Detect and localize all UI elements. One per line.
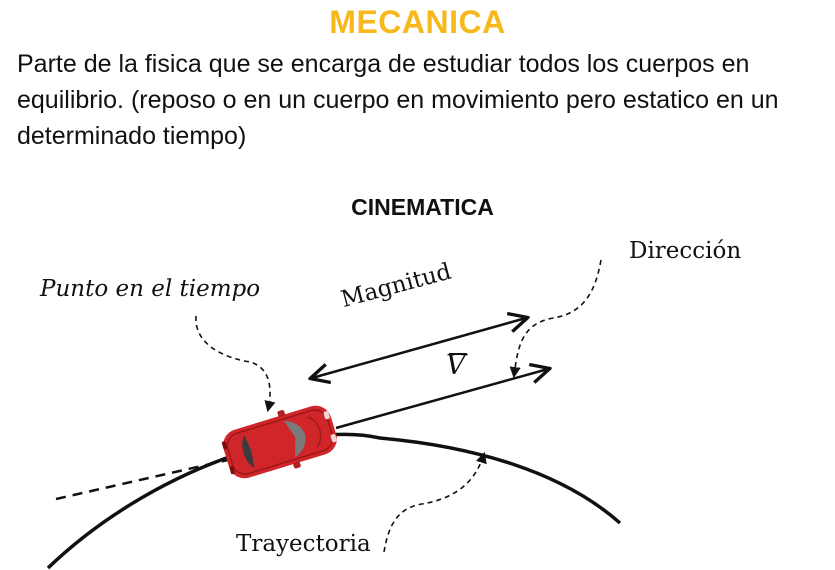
label-direccion: Dirección	[629, 238, 742, 264]
vector-bar	[449, 353, 467, 355]
section-title: CINEMATICA	[351, 194, 494, 220]
label-vector-v: V	[446, 350, 467, 381]
label-trayectoria: Trayectoria	[236, 531, 371, 557]
trayectoria-pointer	[383, 451, 487, 553]
tangent-dashed-line	[55, 458, 229, 501]
definition-paragraph: Parte de la fisica que se encarga de est…	[17, 50, 779, 150]
direccion-pointer	[509, 259, 602, 379]
magnitude-double-arrow	[312, 318, 526, 378]
punto-pointer	[195, 315, 276, 413]
trajectory-curve	[46, 432, 622, 570]
vector-letter: V	[446, 350, 466, 381]
page-title: MECANICA	[329, 4, 506, 40]
car-icon	[221, 405, 337, 479]
velocity-vector-arrow	[335, 369, 548, 430]
label-punto-en-el-tiempo: Punto en el tiempo	[40, 276, 261, 302]
